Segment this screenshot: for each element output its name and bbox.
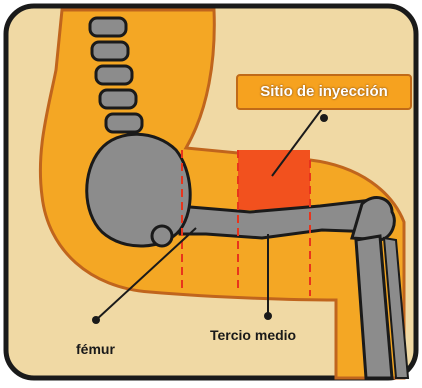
pointer-tercio-dot [264,312,272,320]
vertebra [92,42,128,60]
vertebra [106,114,142,132]
injection-site-label: Sitio de inyección [236,74,412,110]
middle-third-label: Tercio medio [210,327,296,343]
femur-head [152,226,172,246]
vertebra [96,66,132,84]
pointer-femur-dot [92,316,100,324]
vertebra [90,18,126,36]
vertebra [100,90,136,108]
pointer-injection-dot [320,114,328,122]
femur-label: fémur [76,341,115,357]
pelvis-bone [87,134,190,246]
injection-site-area [238,150,310,210]
